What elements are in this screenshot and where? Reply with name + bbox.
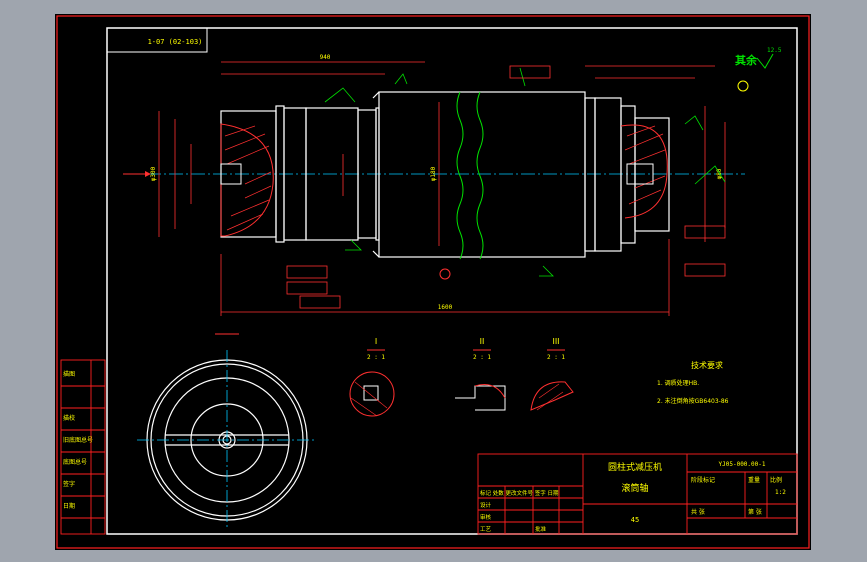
title-line-1: 圆柱式减压机 <box>608 461 662 473</box>
tolerance-frames <box>286 65 726 309</box>
sheet-count: 共 张 <box>691 508 705 516</box>
dim-left-diameter: φ300 <box>150 166 157 181</box>
svg-text:I: I <box>375 337 377 346</box>
title-row: 批准 <box>535 525 547 533</box>
left-strip-label: 签字 <box>63 480 75 488</box>
sheet-outer-frame <box>56 15 810 549</box>
svg-text:2 : 1: 2 : 1 <box>473 354 491 361</box>
corner-note: 1-07 (02-103) <box>148 38 203 46</box>
annotation-leaders <box>324 67 726 277</box>
dimension-lines <box>158 61 726 316</box>
scale-label: 比例 <box>770 476 782 484</box>
left-strip-label: 底图总号 <box>63 458 87 466</box>
drawing-number: YJ05-000.00-1 <box>719 461 766 468</box>
title-block <box>477 453 798 535</box>
dim-overall-length: 1600 <box>438 304 453 311</box>
tech-requirements-heading: 技术要求 <box>691 360 723 370</box>
title-row: 标记 处数 更改文件号 签字 日期 <box>480 489 559 497</box>
left-strip-label: 描图 <box>63 370 75 378</box>
tech-requirement-2: 2. 未注倒角按GB6403-86 <box>657 397 729 405</box>
sheet-number: 第 张 <box>748 508 762 516</box>
title-block-rows: 标记 处数 更改文件号 签字 日期 设计 审核 工艺 批准 <box>480 489 559 533</box>
svg-text:2 : 1: 2 : 1 <box>547 354 565 361</box>
end-view-centerlines <box>137 350 317 530</box>
roughness-symbol-circle <box>737 80 749 92</box>
sheet-inner-frame <box>106 27 798 535</box>
svg-text:II: II <box>480 337 485 346</box>
roughness-check-icon <box>756 53 774 69</box>
title-row: 审核 <box>480 513 492 521</box>
dim-drum-diameter: φ180 <box>430 166 437 181</box>
right-center-hole <box>626 163 654 185</box>
scale-value: 1:2 <box>775 489 786 496</box>
tech-requirement-1: 1. 调质处理HB. <box>657 379 699 387</box>
section-mark-II: II 2 : 1 <box>455 337 506 411</box>
break-line-right <box>476 91 484 260</box>
section-details: I 2 : 1 II 2 : 1 III 2 : 1 <box>349 337 574 417</box>
break-line-left <box>456 91 464 260</box>
material: 45 <box>631 516 639 524</box>
roughness-value: 12.5 <box>767 47 782 54</box>
left-strip-label: 描校 <box>63 414 75 422</box>
section-mark-III: III 2 : 1 <box>530 337 574 411</box>
left-strip-labels: 描图 描校 旧底图总号 底图总号 签字 日期 <box>63 370 93 510</box>
title-line-2: 滚筒轴 <box>621 482 648 494</box>
weight-label: 重量 <box>748 476 760 484</box>
dim-top-left: 940 <box>320 54 331 61</box>
corner-note-box <box>106 27 208 53</box>
stage-label: 阶段标记 <box>691 476 715 484</box>
input-arrowhead <box>145 171 151 177</box>
right-journal <box>584 97 670 252</box>
datum-circle <box>439 268 451 280</box>
roughness-label: 其余 <box>735 53 758 67</box>
left-strip-label: 旧底图总号 <box>63 436 93 444</box>
cad-drawing: 1-07 (02-103) <box>56 15 810 549</box>
svg-text:III: III <box>552 337 559 346</box>
left-section-hatch <box>224 125 272 231</box>
left-center-hole <box>220 163 242 185</box>
svg-text:2 : 1: 2 : 1 <box>367 354 385 361</box>
right-section-hatch <box>624 125 666 205</box>
right-section-outline <box>620 124 668 219</box>
title-row: 设计 <box>480 501 492 509</box>
left-strip <box>60 359 106 535</box>
section-mark-I: I 2 : 1 <box>349 337 395 417</box>
left-strip-label: 日期 <box>63 502 75 510</box>
title-row: 工艺 <box>480 526 492 533</box>
drawing-canvas: 1-07 (02-103) <box>55 14 811 550</box>
left-section-outline <box>220 123 274 237</box>
